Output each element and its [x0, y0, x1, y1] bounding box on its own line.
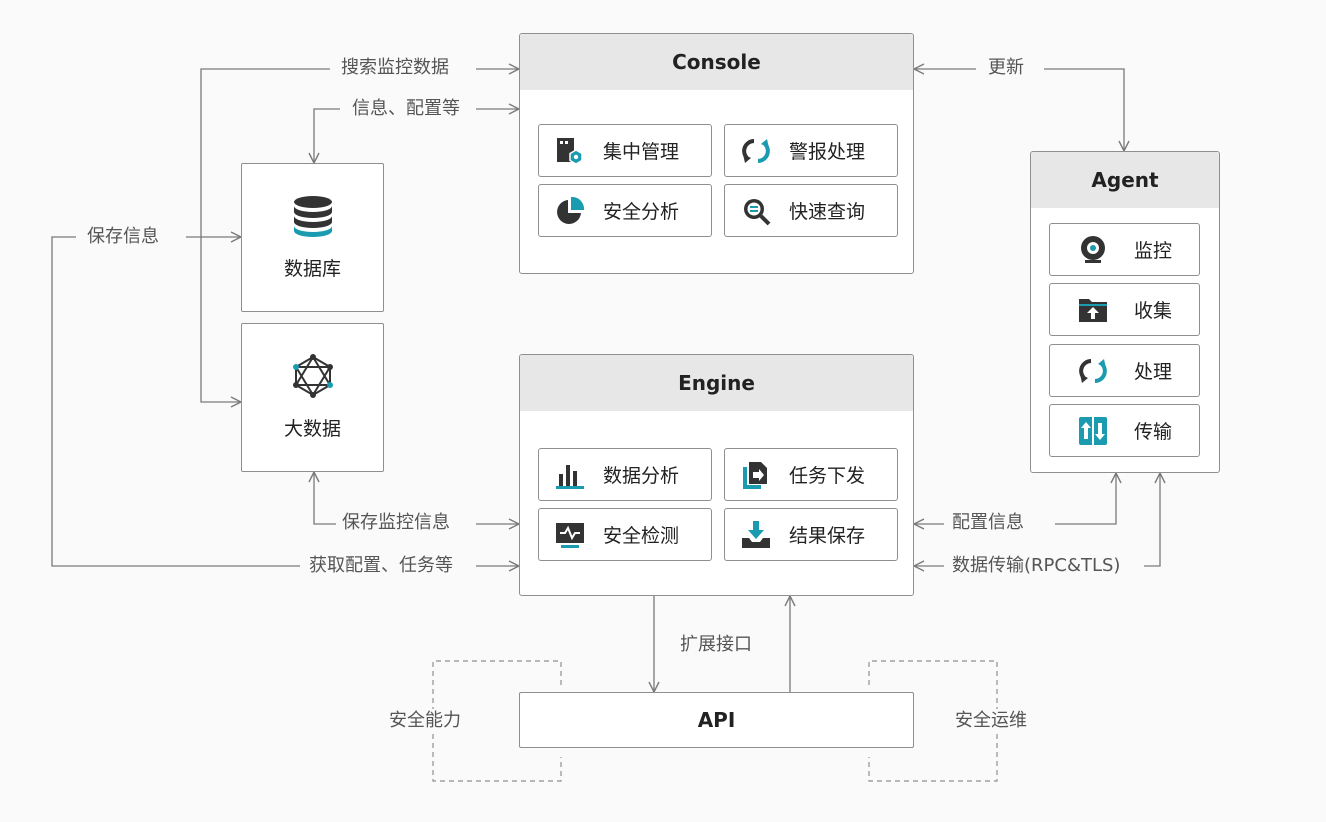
transfer-arrows-icon — [1078, 416, 1108, 446]
agent-item-process[interactable]: 处理 — [1049, 344, 1200, 397]
console-item-central-management[interactable]: 集中管理 — [538, 124, 712, 177]
item-label: 集中管理 — [603, 141, 680, 163]
agent-item-monitor[interactable]: 监控 — [1049, 223, 1200, 276]
agent-item-transfer[interactable]: 传输 — [1049, 404, 1200, 457]
database-node: 数据库 — [241, 163, 384, 312]
item-label: 任务下发 — [789, 465, 866, 487]
item-label: 安全分析 — [603, 201, 680, 223]
item-label: 结果保存 — [789, 525, 866, 547]
flow-label-get-config: 获取配置、任务等 — [309, 554, 453, 578]
item-label: 快速查询 — [789, 201, 866, 223]
flow-label-config-info: 配置信息 — [952, 511, 1024, 535]
flow-label-save-info: 保存信息 — [87, 225, 159, 249]
console-item-security-analysis[interactable]: 安全分析 — [538, 184, 712, 237]
flow-label-ext-interface: 扩展接口 — [680, 633, 752, 657]
network-graph-icon — [291, 354, 335, 398]
engine-title: Engine — [520, 355, 913, 411]
bar-chart-icon — [555, 460, 585, 490]
flow-label-save-monitor: 保存监控信息 — [342, 511, 450, 535]
bigdata-label: 大数据 — [283, 418, 341, 440]
flow-label-data-transfer: 数据传输(RPC&TLS) — [952, 554, 1121, 578]
item-label: 传输 — [1134, 421, 1173, 443]
bigdata-node: 大数据 — [241, 323, 384, 472]
flow-label-info-config: 信息、配置等 — [352, 97, 460, 121]
console-item-quick-query[interactable]: 快速查询 — [724, 184, 898, 237]
item-label: 监控 — [1134, 240, 1173, 262]
agent-title: Agent — [1031, 152, 1219, 208]
flow-label-update: 更新 — [988, 56, 1024, 80]
engine-item-result-save[interactable]: 结果保存 — [724, 508, 898, 561]
api-box: API — [519, 692, 914, 748]
item-label: 安全检测 — [603, 525, 680, 547]
download-tray-icon — [741, 520, 771, 550]
engine-item-task-dispatch[interactable]: 任务下发 — [724, 448, 898, 501]
label-security-capability: 安全能力 — [389, 709, 461, 733]
monitor-pulse-icon — [555, 520, 585, 550]
folder-upload-icon — [1078, 295, 1108, 325]
item-label: 处理 — [1134, 361, 1173, 383]
app-window-icon — [555, 136, 585, 166]
item-label: 数据分析 — [603, 465, 680, 487]
item-label: 收集 — [1134, 300, 1173, 322]
pie-chart-icon — [555, 196, 585, 226]
sync-arrows-icon — [1078, 356, 1108, 386]
webcam-icon — [1078, 235, 1108, 265]
console-item-alert-handling[interactable]: 警报处理 — [724, 124, 898, 177]
agent-item-collect[interactable]: 收集 — [1049, 283, 1200, 336]
search-list-icon — [741, 196, 771, 226]
item-label: 警报处理 — [789, 141, 866, 163]
database-icon — [291, 194, 335, 238]
document-send-icon — [741, 460, 771, 490]
engine-item-data-analysis[interactable]: 数据分析 — [538, 448, 712, 501]
label-security-ops: 安全运维 — [955, 709, 1027, 733]
sync-arrows-icon — [741, 136, 771, 166]
engine-item-security-detection[interactable]: 安全检测 — [538, 508, 712, 561]
flow-label-search-monitor: 搜索监控数据 — [341, 56, 449, 80]
database-label: 数据库 — [283, 258, 341, 280]
console-title: Console — [520, 34, 913, 90]
